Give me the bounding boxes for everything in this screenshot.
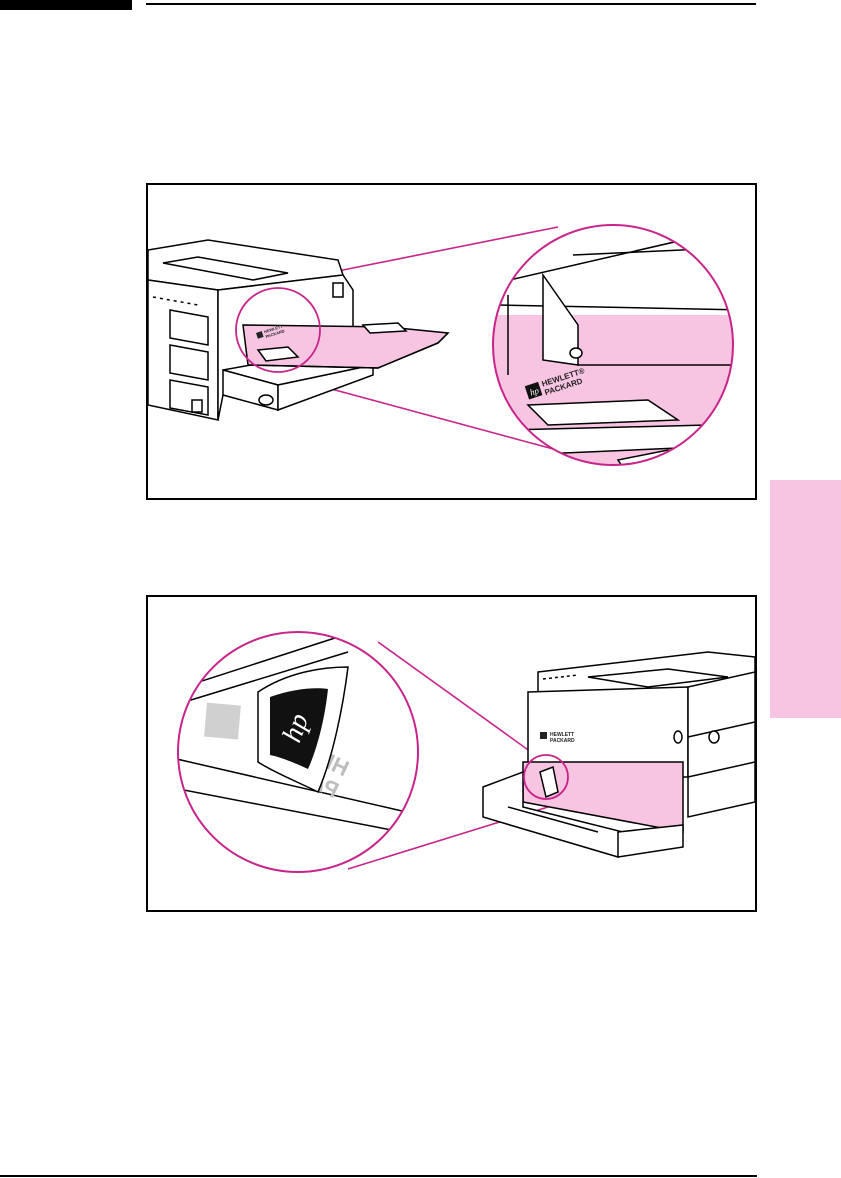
figure-paper-cassette-drawing: HEWLETT PACKARD	[177, 631, 755, 873]
magnified-detail-1: hp HEWLETT® PACKARD	[493, 225, 733, 465]
small-magnify-circle	[235, 287, 321, 373]
printer-logo: HEWLETT PACKARD	[540, 732, 575, 744]
svg-text:hp: hp	[529, 385, 541, 397]
tray-logo: HEWLETT PACKARD	[255, 323, 285, 339]
figure-manual-feed: HEWLETT PACKARD hp	[146, 183, 757, 500]
tray-logo-line1: HEWLETT	[263, 323, 283, 334]
header-rule	[146, 3, 756, 5]
hp-logo-large-icon	[270, 688, 328, 769]
printer-logo-line2: PACKARD	[550, 738, 575, 744]
footer-rule	[0, 1175, 757, 1177]
figure-manual-feed-drawing: HEWLETT PACKARD hp	[148, 224, 734, 466]
header-block	[0, 0, 132, 10]
figure-paper-cassette: HEWLETT PACKARD	[146, 595, 757, 912]
callout-line-bottom	[297, 379, 569, 454]
paper-cassette	[482, 761, 684, 858]
tray-logo-line2: PACKARD	[265, 328, 285, 339]
hp-logo-icon	[524, 381, 543, 400]
small-magnify-circle-2	[523, 754, 569, 800]
printer-body-2	[527, 651, 755, 818]
manual-feed-tray	[222, 322, 450, 412]
section-tab	[770, 480, 841, 718]
callout-line-top-2	[377, 641, 539, 758]
large-magnify-circle-2	[177, 631, 419, 873]
magnified-detail-2: HEWLE PACKA hp	[178, 632, 418, 872]
large-magnify-circle	[492, 224, 734, 466]
printer-logo-line1: HEWLETT	[550, 732, 574, 738]
